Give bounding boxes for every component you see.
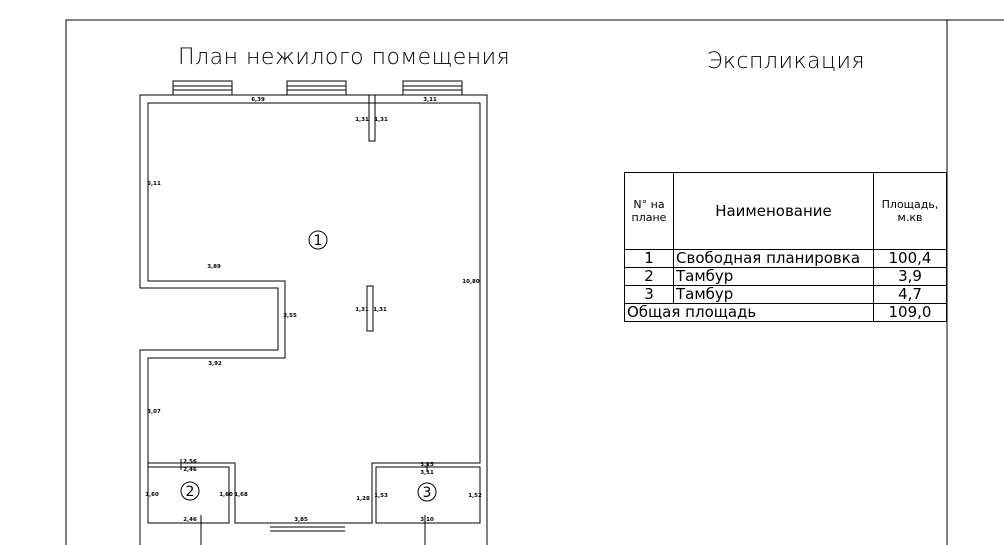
dim-right-side: 10,80 [462,279,480,285]
row-2-number: 2 [624,267,674,286]
total-area: 109,0 [873,303,947,322]
dim-top-right: 3,11 [423,97,437,103]
header-name: Наименование [673,172,874,250]
dim-room3-top-inner: 3,11 [420,470,434,476]
room-2-marker [180,481,200,501]
row-3-number: 3 [624,285,674,304]
dim-room2-top-outer: 2,56 [183,459,197,465]
dim-room3-left: 1,53 [374,493,388,499]
window-2 [286,80,347,104]
dim-room2-left: 1,60 [145,492,159,498]
total-label: Общая площадь [624,303,874,322]
room-3-marker [417,482,437,502]
room-2-number: 2 [186,484,195,500]
dim-left-upper: 5,11 [147,181,161,187]
row-3-area: 4,7 [873,285,947,304]
room-1-number: 1 [314,233,323,249]
inner-wall-main-room [147,102,481,524]
table-row: 3 Тамбур 4,7 [624,285,947,304]
explication-title: Экспликация [707,49,865,74]
dim-room3-top-outer: 3,15 [420,462,434,468]
row-1-name: Свободная планировка [673,249,874,268]
dim-stub-top-right: 1,31 [374,117,388,123]
dim-room2-bottom: 2,46 [183,517,197,523]
dim-stub-mid-right: 1,31 [373,307,387,313]
row-2-name: Тамбур [673,267,874,286]
sheet-frame [65,19,1004,545]
dim-bottom-middle: 3,85 [294,517,308,523]
vestibule-3-walls [375,466,481,524]
table-row: 1 Свободная планировка 100,4 [624,249,947,268]
dim-stub-top-left: 1,31 [355,117,369,123]
dim-room3-bottom: 3,10 [420,517,434,523]
dim-notch-depth: 2,55 [283,313,297,319]
partition-stub-top [368,94,376,142]
row-3-name: Тамбур [673,285,874,304]
entrance-threshold [270,522,345,532]
table-row: 2 Тамбур 3,9 [624,267,947,286]
explication-header-row: N° на плане Наименование Площадь, м.кв [624,172,947,250]
dim-notch-bottom: 3,92 [208,361,222,367]
dim-left-lower: 3,07 [147,409,161,415]
header-area: Площадь, м.кв [873,172,947,250]
vestibule-2-walls [147,463,230,524]
dim-room2-right: 1,60 [219,492,233,498]
row-1-area: 100,4 [873,249,947,268]
row-1-number: 1 [624,249,674,268]
dim-room2-right-outer: 1,68 [234,492,248,498]
partition-stub-middle [366,285,374,332]
explication-total-row: Общая площадь 109,0 [624,303,947,322]
plan-title: План нежилого помещения [178,45,511,70]
dim-notch-top: 3,89 [207,264,221,270]
dim-room3-right: 1,52 [468,493,482,499]
outer-wall-left [139,94,279,545]
row-2-area: 3,9 [873,267,947,286]
header-number: N° на плане [624,172,674,250]
dim-room2-top-inner: 2,46 [183,467,197,473]
window-1 [172,80,233,104]
outer-wall-right [462,94,488,545]
room-3-number: 3 [423,485,432,501]
window-3 [402,80,463,104]
explication-table: N° на плане Наименование Площадь, м.кв 1… [624,172,947,322]
room-1-marker [308,230,328,250]
dim-corridor-right: 1,28 [356,496,370,502]
dim-stub-mid-left: 1,31 [355,307,369,313]
dim-top-left: 6,39 [251,97,265,103]
